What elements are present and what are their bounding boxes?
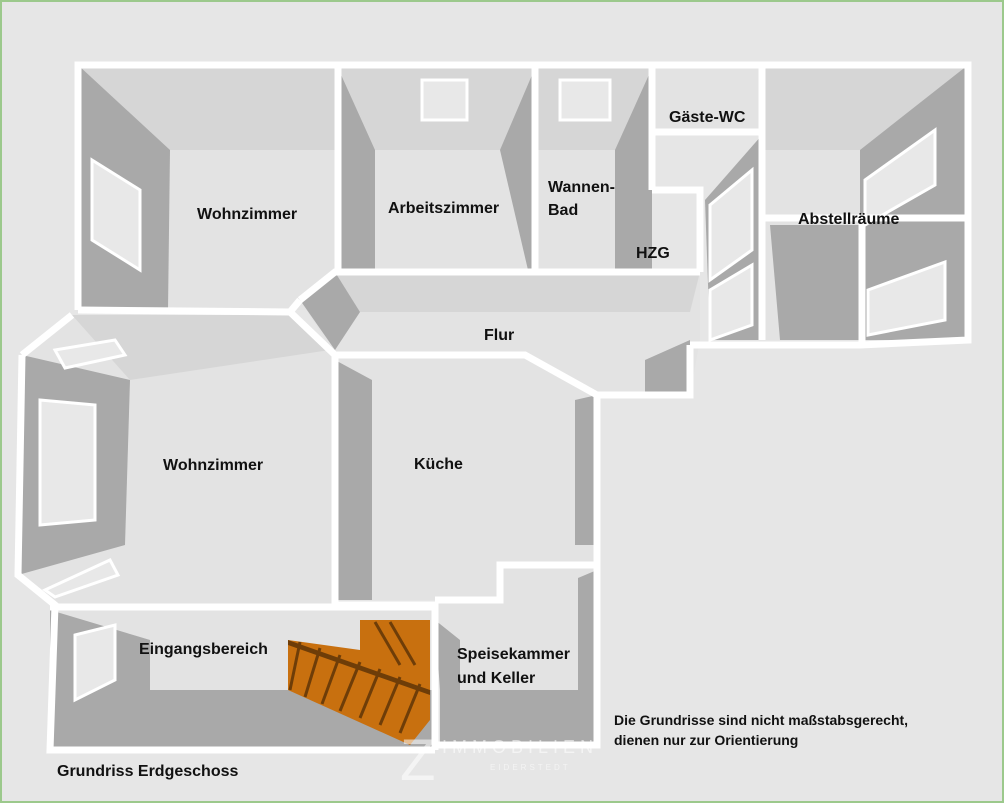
windows xyxy=(38,78,947,703)
scale-disclaimer: Die Grundrisse sind nicht maßstabsgerech… xyxy=(614,710,908,750)
disclaimer-line2: dienen nur zur Orientierung xyxy=(614,732,799,748)
watermark-letter: Z xyxy=(400,728,436,793)
room-label-speisekammer-line1: Speisekammer xyxy=(457,646,570,663)
room-label-wannenbad-line2: Bad xyxy=(548,202,578,219)
room-label-gaeste-wc: Gäste-WC xyxy=(669,109,746,126)
watermark-logo: Z IMMOBILIEN EIDERSTEDT xyxy=(400,728,600,793)
room-label-eingangsbereich: Eingangsbereich xyxy=(139,641,268,658)
plan-caption: Grundriss Erdgeschoss xyxy=(57,763,239,780)
watermark-line2: EIDERSTEDT xyxy=(490,763,571,772)
room-label-speisekammer-line2: und Keller xyxy=(457,670,535,687)
room-label-arbeitszimmer: Arbeitszimmer xyxy=(388,200,499,217)
watermark-line1: IMMOBILIEN xyxy=(442,737,599,757)
room-label-hzg: HZG xyxy=(636,245,670,262)
walls xyxy=(14,61,972,754)
room-label-wohnzimmer-oben: Wohnzimmer xyxy=(197,206,297,223)
room-label-abstellraeume: Abstellräume xyxy=(798,211,899,228)
stairs xyxy=(288,620,430,745)
room-label-kueche: Küche xyxy=(414,456,463,473)
disclaimer-line1: Die Grundrisse sind nicht maßstabsgerech… xyxy=(614,712,909,728)
room-label-wohnzimmer-unten: Wohnzimmer xyxy=(163,457,263,474)
room-label-flur: Flur xyxy=(484,327,514,344)
room-label-wannenbad-line1: Wannen- xyxy=(548,179,615,196)
